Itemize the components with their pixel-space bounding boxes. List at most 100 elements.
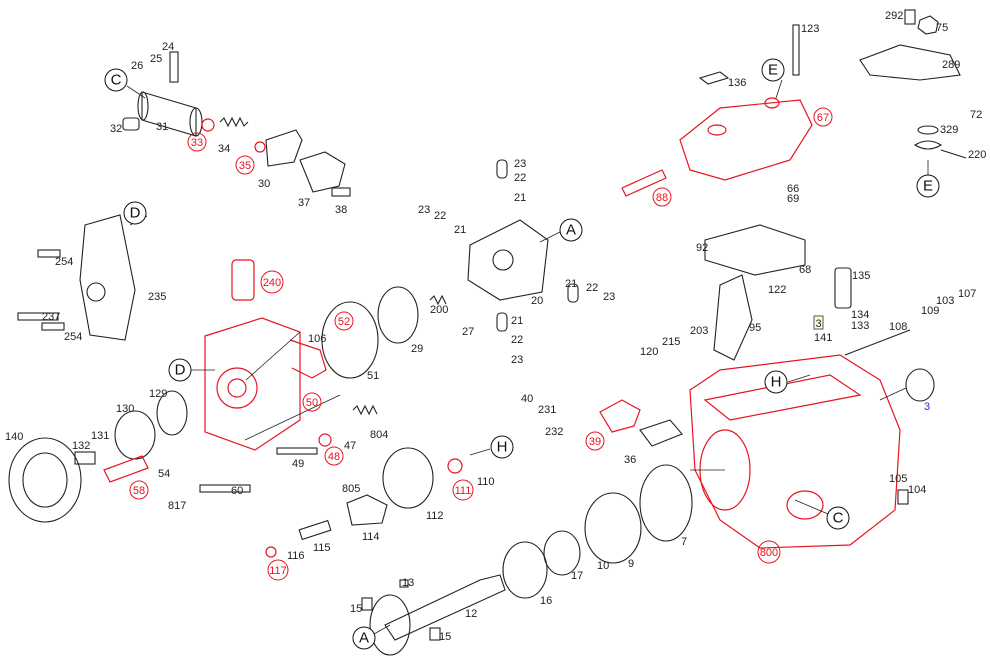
- part-label[interactable]: 15: [350, 603, 362, 615]
- part-label[interactable]: 235: [148, 291, 166, 303]
- part-label[interactable]: 110: [477, 476, 495, 488]
- part-label[interactable]: 254: [64, 331, 82, 343]
- part-label[interactable]: 30: [258, 178, 270, 190]
- part-label[interactable]: 131: [91, 430, 109, 442]
- part-label[interactable]: 68: [799, 264, 811, 276]
- part-label[interactable]: 109: [921, 305, 939, 317]
- part-label[interactable]: 25: [150, 53, 162, 65]
- svg-text:35[interactable]: 35: [239, 160, 251, 172]
- part-label[interactable]: 805: [342, 483, 360, 495]
- part-label[interactable]: 135: [852, 270, 870, 282]
- part-label[interactable]: 22: [511, 334, 523, 346]
- part-label[interactable]: 17: [571, 570, 583, 582]
- svg-text:52[interactable]: 52: [338, 316, 350, 328]
- part-label[interactable]: 289: [942, 59, 960, 71]
- part-label[interactable]: 220: [968, 149, 986, 161]
- part-label[interactable]: 130: [116, 403, 134, 415]
- part-label[interactable]: 12: [465, 608, 477, 620]
- part-label[interactable]: 24: [162, 41, 174, 53]
- part-label[interactable]: 132: [72, 440, 90, 452]
- part-label[interactable]: 21: [565, 278, 577, 290]
- part-label[interactable]: 136: [728, 77, 746, 89]
- svg-text:117[interactable]: 117: [269, 565, 287, 577]
- part-label[interactable]: 108: [889, 321, 907, 333]
- svg-text:800[interactable]: 800: [760, 547, 778, 559]
- part-label[interactable]: 72: [970, 109, 982, 121]
- part-label[interactable]: 329: [940, 124, 958, 136]
- part-label[interactable]: 20: [531, 295, 543, 307]
- part-label[interactable]: 115: [313, 542, 331, 554]
- svg-text:58[interactable]: 58: [133, 485, 145, 497]
- part-label[interactable]: 215: [662, 336, 680, 348]
- svg-text:50[interactable]: 50: [306, 397, 318, 409]
- part-label[interactable]: 112: [426, 510, 444, 522]
- part-label[interactable]: 40: [521, 393, 533, 405]
- part-label[interactable]: 123: [801, 23, 819, 35]
- part-label[interactable]: 32: [110, 123, 122, 135]
- part-label[interactable]: 54: [158, 468, 170, 480]
- part-label[interactable]: 254: [55, 256, 73, 268]
- svg-text:88[interactable]: 88: [656, 192, 668, 204]
- part-label[interactable]: 38: [335, 204, 347, 216]
- part-label[interactable]: 29: [411, 343, 423, 355]
- part-label[interactable]: 200: [430, 304, 448, 316]
- part-label[interactable]: 95: [749, 322, 761, 334]
- part-label[interactable]: 23: [418, 204, 430, 216]
- part-label[interactable]: 10: [597, 560, 609, 572]
- part-label[interactable]: 141: [814, 332, 832, 344]
- part-label[interactable]: 22: [586, 282, 598, 294]
- part-label[interactable]: 23: [603, 291, 615, 303]
- part-label[interactable]: 21: [511, 315, 523, 327]
- part-label[interactable]: 26: [131, 60, 143, 72]
- boxed-part-3[interactable]: 3: [813, 315, 824, 330]
- part-label[interactable]: 13: [402, 577, 414, 589]
- part-label[interactable]: 34: [218, 143, 230, 155]
- part-label[interactable]: 114: [362, 531, 380, 543]
- part-label[interactable]: 49: [292, 458, 304, 470]
- part-label[interactable]: 7: [681, 536, 687, 548]
- part-label[interactable]: 140: [5, 431, 23, 443]
- part-label[interactable]: 22: [514, 172, 526, 184]
- part-label[interactable]: 51: [367, 370, 379, 382]
- svg-text:111[interactable]: 111: [455, 485, 472, 497]
- svg-text:67[interactable]: 67: [817, 112, 829, 124]
- part-label[interactable]: 9: [628, 558, 634, 570]
- svg-text:240[interactable]: 240: [263, 277, 281, 289]
- part-label[interactable]: 232: [545, 426, 563, 438]
- svg-text:3[interactable]: 3: [816, 318, 822, 330]
- link-part-3[interactable]: 3: [924, 401, 930, 413]
- part-label[interactable]: 116: [287, 550, 305, 562]
- part-label[interactable]: 47: [344, 440, 356, 452]
- part-label[interactable]: 129: [149, 388, 167, 400]
- part-label[interactable]: 66: [787, 183, 799, 195]
- part-label[interactable]: 231: [538, 404, 556, 416]
- part-label[interactable]: 120: [640, 346, 658, 358]
- part-label[interactable]: 804: [370, 429, 388, 441]
- part-label[interactable]: 75: [936, 22, 948, 34]
- part-label[interactable]: 27: [462, 326, 474, 338]
- part-label[interactable]: 122: [768, 284, 786, 296]
- part-label[interactable]: 203: [690, 325, 708, 337]
- part-label[interactable]: 22: [434, 210, 446, 222]
- part-label[interactable]: 133: [851, 320, 869, 332]
- svg-text:39[interactable]: 39: [589, 436, 601, 448]
- part-label[interactable]: 15: [439, 631, 451, 643]
- part-label[interactable]: 106: [308, 333, 326, 345]
- part-label[interactable]: 23: [511, 354, 523, 366]
- part-label[interactable]: 104: [908, 484, 926, 496]
- part-label[interactable]: 292: [885, 10, 903, 22]
- part-label[interactable]: 134: [851, 309, 869, 321]
- part-label[interactable]: 37: [298, 197, 310, 209]
- part-label[interactable]: 60: [231, 485, 243, 497]
- part-label[interactable]: 92: [696, 242, 708, 254]
- part-label[interactable]: 36: [624, 454, 636, 466]
- part-label[interactable]: 105: [889, 473, 907, 485]
- part-label[interactable]: 21: [514, 192, 526, 204]
- part-label[interactable]: 23: [514, 158, 526, 170]
- part-label[interactable]: 237: [42, 311, 60, 323]
- svg-text:48[interactable]: 48: [328, 451, 340, 463]
- part-label[interactable]: 107: [958, 288, 976, 300]
- part-label[interactable]: 103: [936, 295, 954, 307]
- part-label[interactable]: 817: [168, 500, 186, 512]
- part-label[interactable]: 31: [156, 121, 168, 133]
